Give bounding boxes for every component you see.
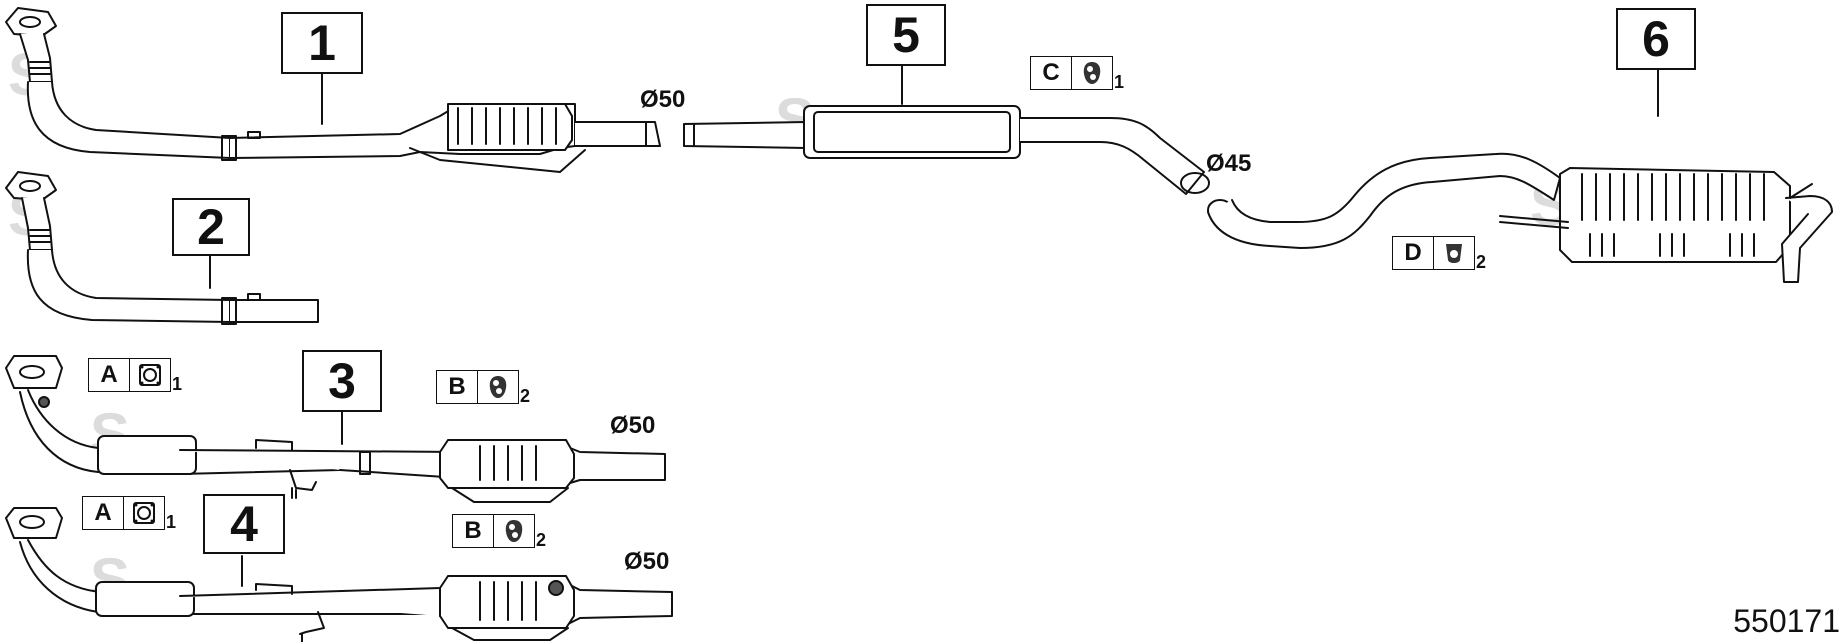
- kit-letter: A: [83, 497, 124, 529]
- kit-quantity: 2: [520, 386, 531, 406]
- part-number-box: 2: [172, 198, 250, 256]
- kit-quantity: 1: [1114, 72, 1125, 92]
- kit-quantity: 2: [1476, 252, 1487, 272]
- part-number-box: 6: [1616, 8, 1696, 70]
- kit-letter: C: [1031, 57, 1072, 89]
- kit-box-a: A: [88, 358, 171, 392]
- kit-letter: D: [1393, 237, 1434, 269]
- kit-letter: B: [437, 371, 478, 403]
- part-number-box: 5: [866, 4, 946, 66]
- part-6-rear-silencer: [1207, 152, 1833, 283]
- part-3-front-pipe-catalyst: [5, 355, 666, 503]
- flange-gasket-icon: [124, 497, 164, 529]
- kit-letter: A: [89, 359, 130, 391]
- kit-box-c: C: [1030, 56, 1113, 90]
- kit-quantity: 2: [536, 530, 547, 550]
- rubber-hanger-icon: [494, 515, 534, 547]
- kit-quantity: 1: [172, 374, 183, 394]
- rubber-mount-icon: [1434, 237, 1474, 269]
- flange-gasket-icon: [130, 359, 170, 391]
- kit-quantity: 1: [166, 512, 177, 532]
- diameter-label: Ø50: [624, 548, 670, 575]
- part-number-box: 3: [302, 350, 382, 412]
- diagram-reference-number: 550171: [1733, 603, 1840, 639]
- diameter-label: Ø45: [1206, 150, 1252, 177]
- rubber-hanger-icon: [478, 371, 518, 403]
- kit-box-a: A: [82, 496, 165, 530]
- kit-letter: B: [453, 515, 494, 547]
- part-number-box: 1: [281, 12, 363, 74]
- part-number-box: 4: [203, 494, 285, 554]
- kit-box-d: D: [1392, 236, 1475, 270]
- part-5-middle-silencer: [683, 105, 1210, 195]
- diameter-label: Ø50: [610, 412, 656, 439]
- kit-box-b: B: [452, 514, 535, 548]
- part-4-front-pipe-catalyst: [5, 507, 673, 642]
- rubber-hanger-icon: [1072, 57, 1112, 89]
- part-1-front-pipe-catalyst: [5, 7, 661, 173]
- part-2-front-pipe: [5, 171, 319, 325]
- kit-box-b: B: [436, 370, 519, 404]
- diameter-label: Ø50: [640, 86, 686, 113]
